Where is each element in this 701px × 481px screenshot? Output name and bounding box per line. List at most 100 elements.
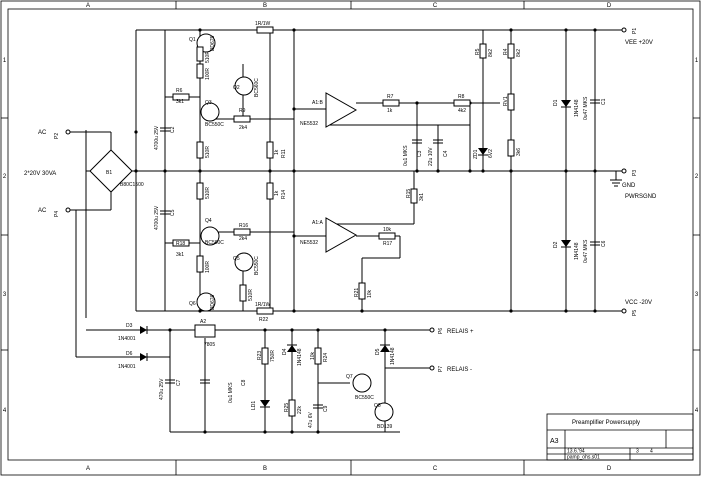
row-2-left: 2 <box>3 174 7 180</box>
svg-text:47u 6V: 47u 6V <box>308 411 314 428</box>
row-3-right: 3 <box>695 292 699 298</box>
svg-text:7805: 7805 <box>204 342 215 348</box>
svg-text:C9: C9 <box>323 405 329 412</box>
svg-text:0u47 MKS: 0u47 MKS <box>583 239 589 263</box>
net-transformer: 2*20V 30VA <box>24 171 56 177</box>
svg-text:1R/1W: 1R/1W <box>255 302 271 308</box>
svg-text:R4: R4 <box>503 48 509 55</box>
svg-text:R14: R14 <box>281 190 287 199</box>
svg-text:8k2: 8k2 <box>516 49 522 57</box>
svg-text:BC560C: BC560C <box>205 240 224 246</box>
svg-text:P7: P7 <box>438 366 444 372</box>
svg-text:D6: D6 <box>126 351 133 357</box>
connector-p1[interactable]: P1 <box>621 27 638 34</box>
col-d-bottom: D <box>607 466 612 472</box>
potentiometer-rv1: RV1 <box>503 93 515 111</box>
svg-text:P3: P3 <box>632 170 638 176</box>
svg-text:470u 25V: 470u 25V <box>159 378 165 400</box>
title-file: pamp_ohs.s01 <box>567 455 600 461</box>
svg-text:R9: R9 <box>239 108 246 114</box>
svg-text:P5: P5 <box>632 310 638 316</box>
connector-p7[interactable]: P7 <box>429 365 444 372</box>
svg-text:510R: 510R <box>248 289 254 301</box>
bridge-rectifier-b1: B1 B80C1500 <box>89 149 144 193</box>
svg-text:1k: 1k <box>387 108 393 114</box>
svg-text:10k: 10k <box>383 227 392 233</box>
net-vee: VEE +20V <box>625 40 653 46</box>
capacitor-c6: 0u47 MKS C6 <box>583 239 607 263</box>
svg-text:1N4148: 1N4148 <box>574 99 580 117</box>
svg-text:C6: C6 <box>601 240 607 247</box>
resistor-r20: 510R <box>239 284 254 302</box>
svg-text:Q1: Q1 <box>189 37 196 43</box>
net-relais-minus: RELAIS - <box>447 367 472 373</box>
svg-text:LD1: LD1 <box>251 401 257 410</box>
resistor-r10: 510R <box>196 141 211 159</box>
opamp-a1b: A1:B NE5532 <box>300 92 358 128</box>
svg-text:2k4: 2k4 <box>239 236 247 242</box>
svg-text:0u1 MKS: 0u1 MKS <box>403 145 409 166</box>
svg-text:C8: C8 <box>241 379 247 386</box>
col-c-bottom: C <box>433 466 438 472</box>
svg-text:R23: R23 <box>257 351 263 360</box>
title-text: Preamplifier Powersupply <box>572 420 640 426</box>
svg-text:1N4001: 1N4001 <box>118 364 136 370</box>
svg-text:A2: A2 <box>200 319 206 325</box>
svg-text:3k6: 3k6 <box>516 148 522 156</box>
svg-text:R15: R15 <box>406 189 412 198</box>
col-a-top: A <box>86 3 90 9</box>
connector-p5[interactable]: P5 <box>621 308 638 316</box>
row-4-left: 4 <box>3 408 7 414</box>
svg-text:0u1 MKS: 0u1 MKS <box>228 382 234 403</box>
svg-text:1N4001: 1N4001 <box>118 336 136 342</box>
connector-p3[interactable]: P3 <box>621 168 638 176</box>
svg-text:BC550C: BC550C <box>205 122 224 128</box>
connector-p6[interactable]: P6 <box>429 327 444 334</box>
capacitor-c8: 0u1 MKS C8 <box>200 379 247 403</box>
svg-text:R21: R21 <box>354 288 360 297</box>
resistor-r13: 510R <box>196 182 211 200</box>
connector-p4[interactable]: P4 <box>54 207 71 217</box>
svg-text:A1:B: A1:B <box>312 100 324 106</box>
svg-text:P6: P6 <box>438 328 444 334</box>
svg-text:BD139: BD139 <box>377 424 393 430</box>
svg-text:NE5532: NE5532 <box>300 240 318 246</box>
svg-text:Q6: Q6 <box>189 301 196 307</box>
svg-text:P2: P2 <box>54 133 60 139</box>
svg-text:1R/1W: 1R/1W <box>255 21 271 27</box>
svg-text:ZD1: ZD1 <box>473 149 479 159</box>
svg-text:C7: C7 <box>176 379 182 386</box>
svg-text:BD675: BD675 <box>210 35 216 51</box>
svg-text:R25: R25 <box>284 403 290 412</box>
connector-p2[interactable]: P2 <box>54 129 71 139</box>
net-relais-plus: RELAIS + <box>447 329 474 335</box>
svg-text:R7: R7 <box>387 94 394 100</box>
resistor-r7: R7 1k <box>382 94 400 114</box>
svg-text:B80C1500: B80C1500 <box>120 182 144 188</box>
row-1-left: 1 <box>3 58 7 64</box>
svg-text:4700u 25V: 4700u 25V <box>154 125 160 150</box>
resistor-r4: R4 8k2 <box>503 43 522 59</box>
col-a-bottom: A <box>86 466 90 472</box>
svg-text:Q5: Q5 <box>233 256 240 262</box>
title-sheet-of: 4 <box>650 449 653 455</box>
svg-text:3k1: 3k1 <box>176 99 184 105</box>
svg-text:C4: C4 <box>443 150 449 157</box>
